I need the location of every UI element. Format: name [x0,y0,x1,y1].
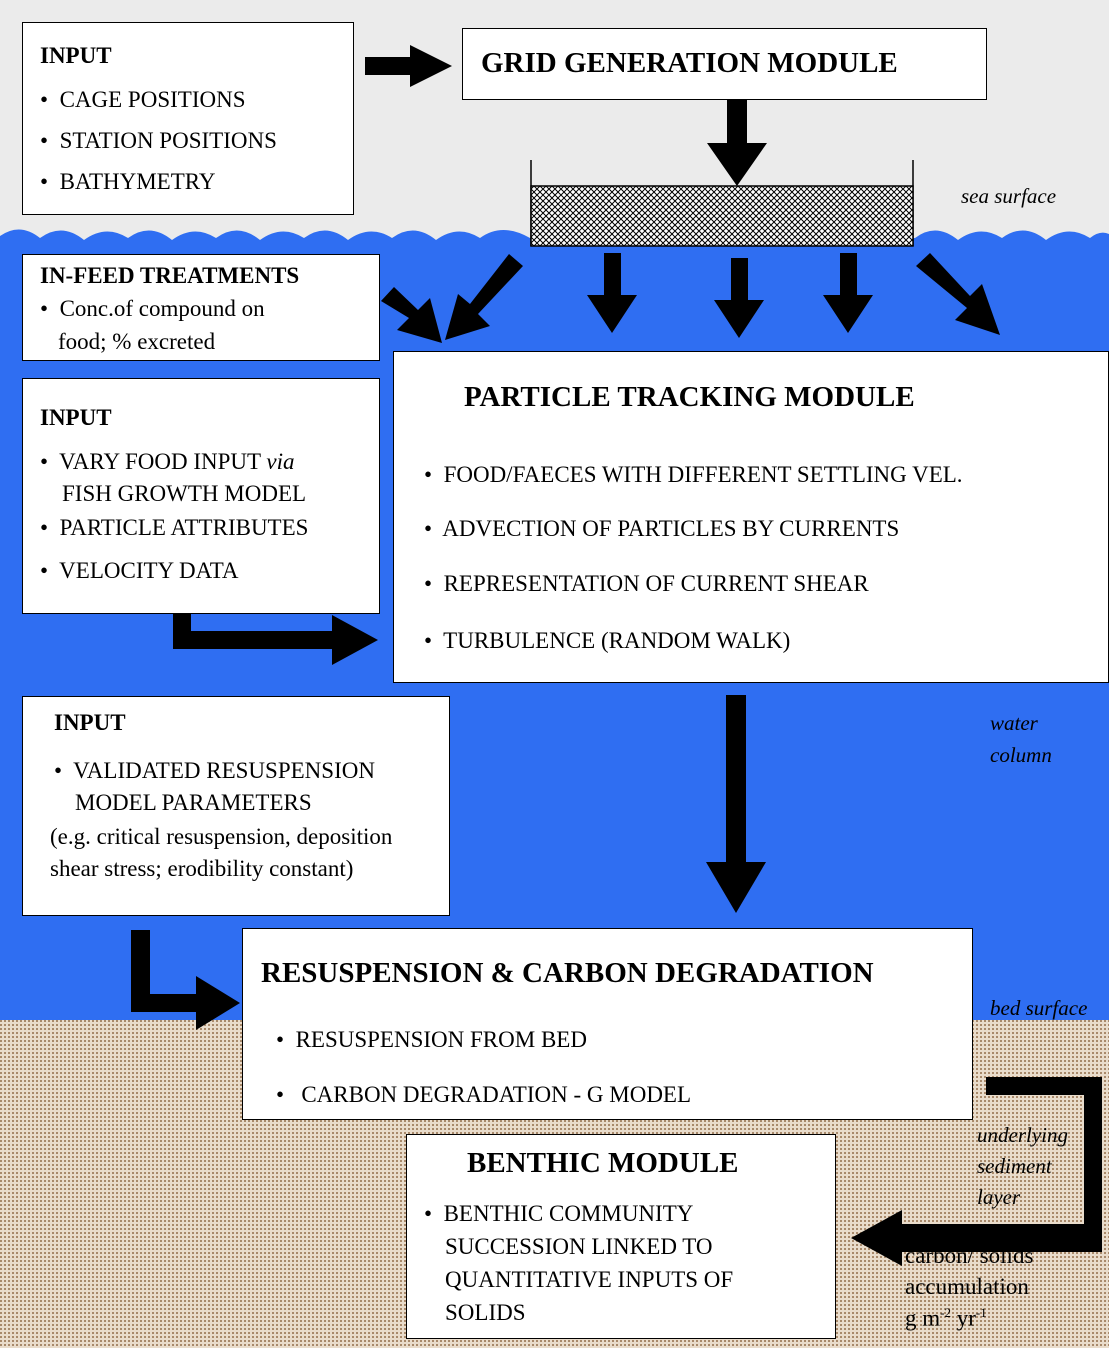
unit-yr: yr [950,1305,976,1331]
advection-text: ADVECTION OF PARTICLES BY CURRENTS [442,516,900,541]
particle-tracking-module: PARTICLE TRACKING MODULE • FOOD/FAECES W… [393,351,1109,683]
sea-surface-label: sea surface [961,184,1057,208]
quantitative-text: QUANTITATIVE INPUTS OF [445,1267,734,1292]
infeed-treatments-box: IN-FEED TREATMENTS • Conc.of compound on… [22,254,380,361]
bullet: • [276,1082,285,1107]
particle-attributes-text: PARTICLE ATTRIBUTES [59,515,309,540]
arrow-input2-to-particle [173,610,378,665]
unit-g: g m [905,1305,941,1331]
list-item: • ADVECTION OF PARTICLES BY CURRENTS [424,516,899,542]
arrow-cage-diagonal-left [445,254,523,340]
infeed-line-1: • Conc.of compound on [40,296,265,322]
via-text: via [266,449,295,474]
arrow-infeed-to-particle [381,287,442,343]
grid-generation-title: GRID GENERATION MODULE [481,47,898,79]
input-box-cage: INPUT • CAGE POSITIONS • STATION POSITIO… [22,22,354,215]
bullet: • [276,1027,285,1052]
list-item: • BATHYMETRY [40,169,215,195]
benthic-community-text: BENTHIC COMMUNITY [443,1201,694,1226]
list-item: • PARTICLE ATTRIBUTES [40,515,308,541]
bed-surface-label: bed surface [990,996,1088,1020]
bullet: • [40,128,49,153]
arrow-resuspension-to-benthic [851,1077,1102,1266]
benthic-module: BENTHIC MODULE • BENTHIC COMMUNITY SUCCE… [406,1134,836,1339]
input-box-food: INPUT • VARY FOOD INPUT via FISH GROWTH … [22,378,380,614]
validated-text: VALIDATED RESUSPENSION [73,758,375,783]
cage-positions-text: CAGE POSITIONS [59,87,246,112]
resuspension-title: RESUSPENSION & CARBON DEGRADATION [261,957,874,989]
list-item: • RESUSPENSION FROM BED [276,1027,587,1053]
bullet: • [424,516,433,541]
velocity-data-text: VELOCITY DATA [59,558,239,583]
arrow-cage-down-1 [587,253,637,333]
list-item: • FOOD/FAECES WITH DIFFERENT SETTLING VE… [424,462,963,488]
bullet: • [424,462,433,487]
arrow-particle-to-resuspension [706,695,766,913]
input-box-cage-title: INPUT [40,43,112,68]
input-box-resuspension-title: INPUT [54,710,126,735]
input-box-food-title: INPUT [40,405,112,430]
accumulation-line-1: carbon/ solids [905,1243,1034,1268]
list-item: • CAGE POSITIONS [40,87,246,113]
sediment-label-1: underlying [977,1123,1068,1147]
sediment-label-3: layer [977,1185,1021,1209]
arrow-cage-diagonal-right [916,253,1000,335]
arrow-grid-to-cage [707,100,767,186]
bullet: • [40,169,49,194]
list-item: • VELOCITY DATA [40,558,239,584]
list-item: • BENTHIC COMMUNITY [424,1201,693,1227]
bathymetry-text: BATHYMETRY [59,169,216,194]
list-item: • TURBULENCE (RANDOM WALK) [424,628,790,654]
arrow-cage-down-2 [714,258,764,338]
list-item: • REPRESENTATION OF CURRENT SHEAR [424,571,869,597]
bullet: • [40,515,49,540]
bullet: • [40,558,49,583]
succession-text: SUCCESSION LINKED TO [445,1234,713,1259]
bullet: • [424,1201,433,1226]
unit-exp-2: -1 [975,1305,987,1320]
arrow-cage-down-3 [823,253,873,333]
list-item: • VALIDATED RESUSPENSION [54,758,375,784]
arrow-input3-to-resuspension [131,930,240,1030]
model-params-text: MODEL PARAMETERS [75,790,312,815]
critical-text: (e.g. critical resuspension, deposition [50,824,393,849]
shear-stress-text: shear stress; erodibility constant) [50,856,354,881]
fish-growth-text: FISH GROWTH MODEL [62,481,307,506]
current-shear-text: REPRESENTATION OF CURRENT SHEAR [443,571,869,596]
bullet: • [40,87,49,112]
carbon-degradation-text: CARBON DEGRADATION - G MODEL [301,1082,692,1107]
water-column-label-1: water [990,711,1038,735]
settling-text: FOOD/FAECES WITH DIFFERENT SETTLING VEL. [443,462,963,487]
benthic-title: BENTHIC MODULE [467,1147,739,1179]
bullet: • [424,571,433,596]
input-box-resuspension: INPUT • VALIDATED RESUSPENSION MODEL PAR… [22,696,450,916]
bullet: • [54,758,63,783]
resuspension-module: RESUSPENSION & CARBON DEGRADATION • RESU… [242,928,973,1120]
resuspension-from-bed-text: RESUSPENSION FROM BED [295,1027,587,1052]
infeed-line-2: food; % excreted [58,329,216,354]
arrow-input-to-grid [365,45,452,87]
sediment-label-2: sediment [977,1154,1052,1178]
accumulation-line-2: accumulation [905,1274,1029,1299]
particle-tracking-title: PARTICLE TRACKING MODULE [464,381,915,413]
accumulation-unit: g m-2 yr-1 [905,1305,987,1332]
vary-food-text: VARY FOOD INPUT [59,449,261,474]
bullet: • [424,628,433,653]
grid-generation-module: GRID GENERATION MODULE [462,28,987,100]
station-positions-text: STATION POSITIONS [59,128,277,153]
list-item: • STATION POSITIONS [40,128,277,154]
list-item: • VARY FOOD INPUT via [40,449,295,475]
turbulence-text: TURBULENCE (RANDOM WALK) [443,628,791,653]
bullet: • [40,449,49,474]
net-cage [530,185,914,247]
infeed-treatments-title: IN-FEED TREATMENTS [40,263,300,288]
infeed-line-1-text: Conc.of compound on [59,296,265,321]
list-item: • CARBON DEGRADATION - G MODEL [276,1082,691,1108]
bullet: • [40,296,49,321]
solids-text: SOLIDS [445,1300,526,1325]
water-column-label-2: column [990,743,1052,767]
unit-exp-1: -2 [940,1305,951,1320]
